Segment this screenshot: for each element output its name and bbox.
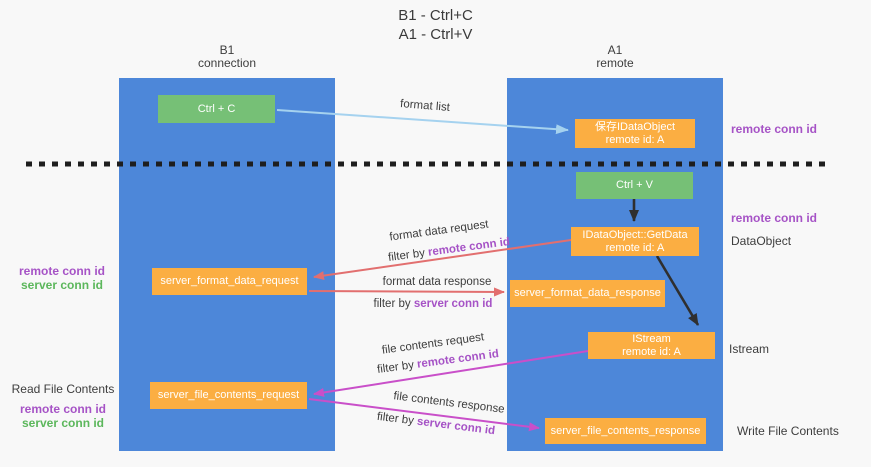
- title-line-2: A1 - Ctrl+V: [398, 26, 473, 43]
- box-server-file-contents-request: server_file_contents_request: [150, 382, 307, 409]
- label-server-conn-id-left-2: server conn id: [21, 416, 105, 430]
- label-istream-right: Istream: [729, 342, 770, 356]
- filter-by-text: filter by: [376, 410, 418, 428]
- arrow-format-data-response: [308, 287, 505, 297]
- server-file-contents-request-label: server_file_contents_request: [157, 389, 300, 401]
- server-conn-id-text: server conn id: [413, 298, 493, 310]
- title-line-1: B1 - Ctrl+C: [398, 7, 473, 24]
- remote-conn-id-text: remote conn id: [416, 348, 500, 371]
- label-format-data-response: format data response: [382, 276, 492, 288]
- server-format-data-request-label: server_format_data_request: [160, 275, 299, 287]
- label-remote-conn-id-top-right: remote conn id: [731, 122, 818, 136]
- label-dataobject: DataObject: [731, 234, 792, 248]
- saved-idataobject-line2: remote id: A: [605, 133, 665, 146]
- server-file-contents-response-label: server_file_contents_response: [550, 424, 701, 437]
- lifeline-left-name: B1: [219, 43, 235, 57]
- box-saved-idataobject: 保存IDataObject remote id: A: [575, 119, 695, 148]
- lifeline-right-header: A1 remote: [507, 44, 723, 70]
- label-write-file-contents: Write File Contents: [737, 424, 839, 438]
- box-server-file-contents-response: server_file_contents_response: [545, 418, 706, 444]
- label-filter-file-response: filter by server conn id: [376, 411, 495, 437]
- box-server-format-data-request: server_format_data_request: [152, 268, 307, 295]
- box-ctrl-c: Ctrl + C: [158, 95, 275, 123]
- label-read-file-contents: Read File Contents: [11, 382, 115, 396]
- lifeline-left-header: B1 connection: [119, 44, 335, 70]
- lifeline-right-role: remote: [596, 56, 634, 70]
- lifeline-right-name: A1: [607, 43, 623, 57]
- label-group-format-conn-ids: remote conn id server conn id: [12, 264, 112, 292]
- server-format-data-response-label: server_format_data_response: [514, 287, 661, 299]
- filter-by-text: filter by: [376, 358, 418, 376]
- lifeline-left-role: connection: [197, 56, 257, 70]
- saved-idataobject-line1: 保存IDataObject: [594, 120, 676, 133]
- ctrl-v-label: Ctrl + V: [616, 179, 653, 191]
- istream-line2: remote id: A: [622, 345, 681, 358]
- label-format-list: format list: [399, 98, 451, 114]
- label-group-file-conn-ids: Read File Contents remote conn id server…: [8, 382, 118, 430]
- page-title: B1 - Ctrl+C A1 - Ctrl+V: [0, 6, 871, 44]
- label-remote-conn-id-left: remote conn id: [18, 264, 105, 278]
- box-ctrl-v: Ctrl + V: [576, 172, 693, 199]
- remote-conn-id-text: remote conn id: [427, 236, 511, 259]
- filter-by-text: filter by: [373, 298, 414, 310]
- label-filter-format-response: filter by server conn id: [374, 298, 493, 310]
- ctrl-c-label: Ctrl + C: [197, 102, 236, 115]
- box-idataobject-getdata: IDataObject::GetData remote id: A: [571, 227, 699, 256]
- label-remote-conn-id-mid-right: remote conn id: [731, 211, 818, 225]
- label-remote-conn-id-left-2: remote conn id: [19, 402, 106, 416]
- filter-by-text: filter by: [387, 246, 429, 264]
- istream-line1: IStream: [632, 332, 671, 345]
- getdata-line1: IDataObject::GetData: [582, 228, 688, 241]
- box-server-format-data-response: server_format_data_response: [510, 280, 665, 307]
- label-server-conn-id-left: server conn id: [20, 278, 104, 292]
- server-conn-id-text: server conn id: [416, 415, 496, 438]
- box-istream: IStream remote id: A: [588, 332, 715, 359]
- getdata-line2: remote id: A: [605, 241, 665, 254]
- label-file-contents-response: file contents response: [392, 390, 506, 416]
